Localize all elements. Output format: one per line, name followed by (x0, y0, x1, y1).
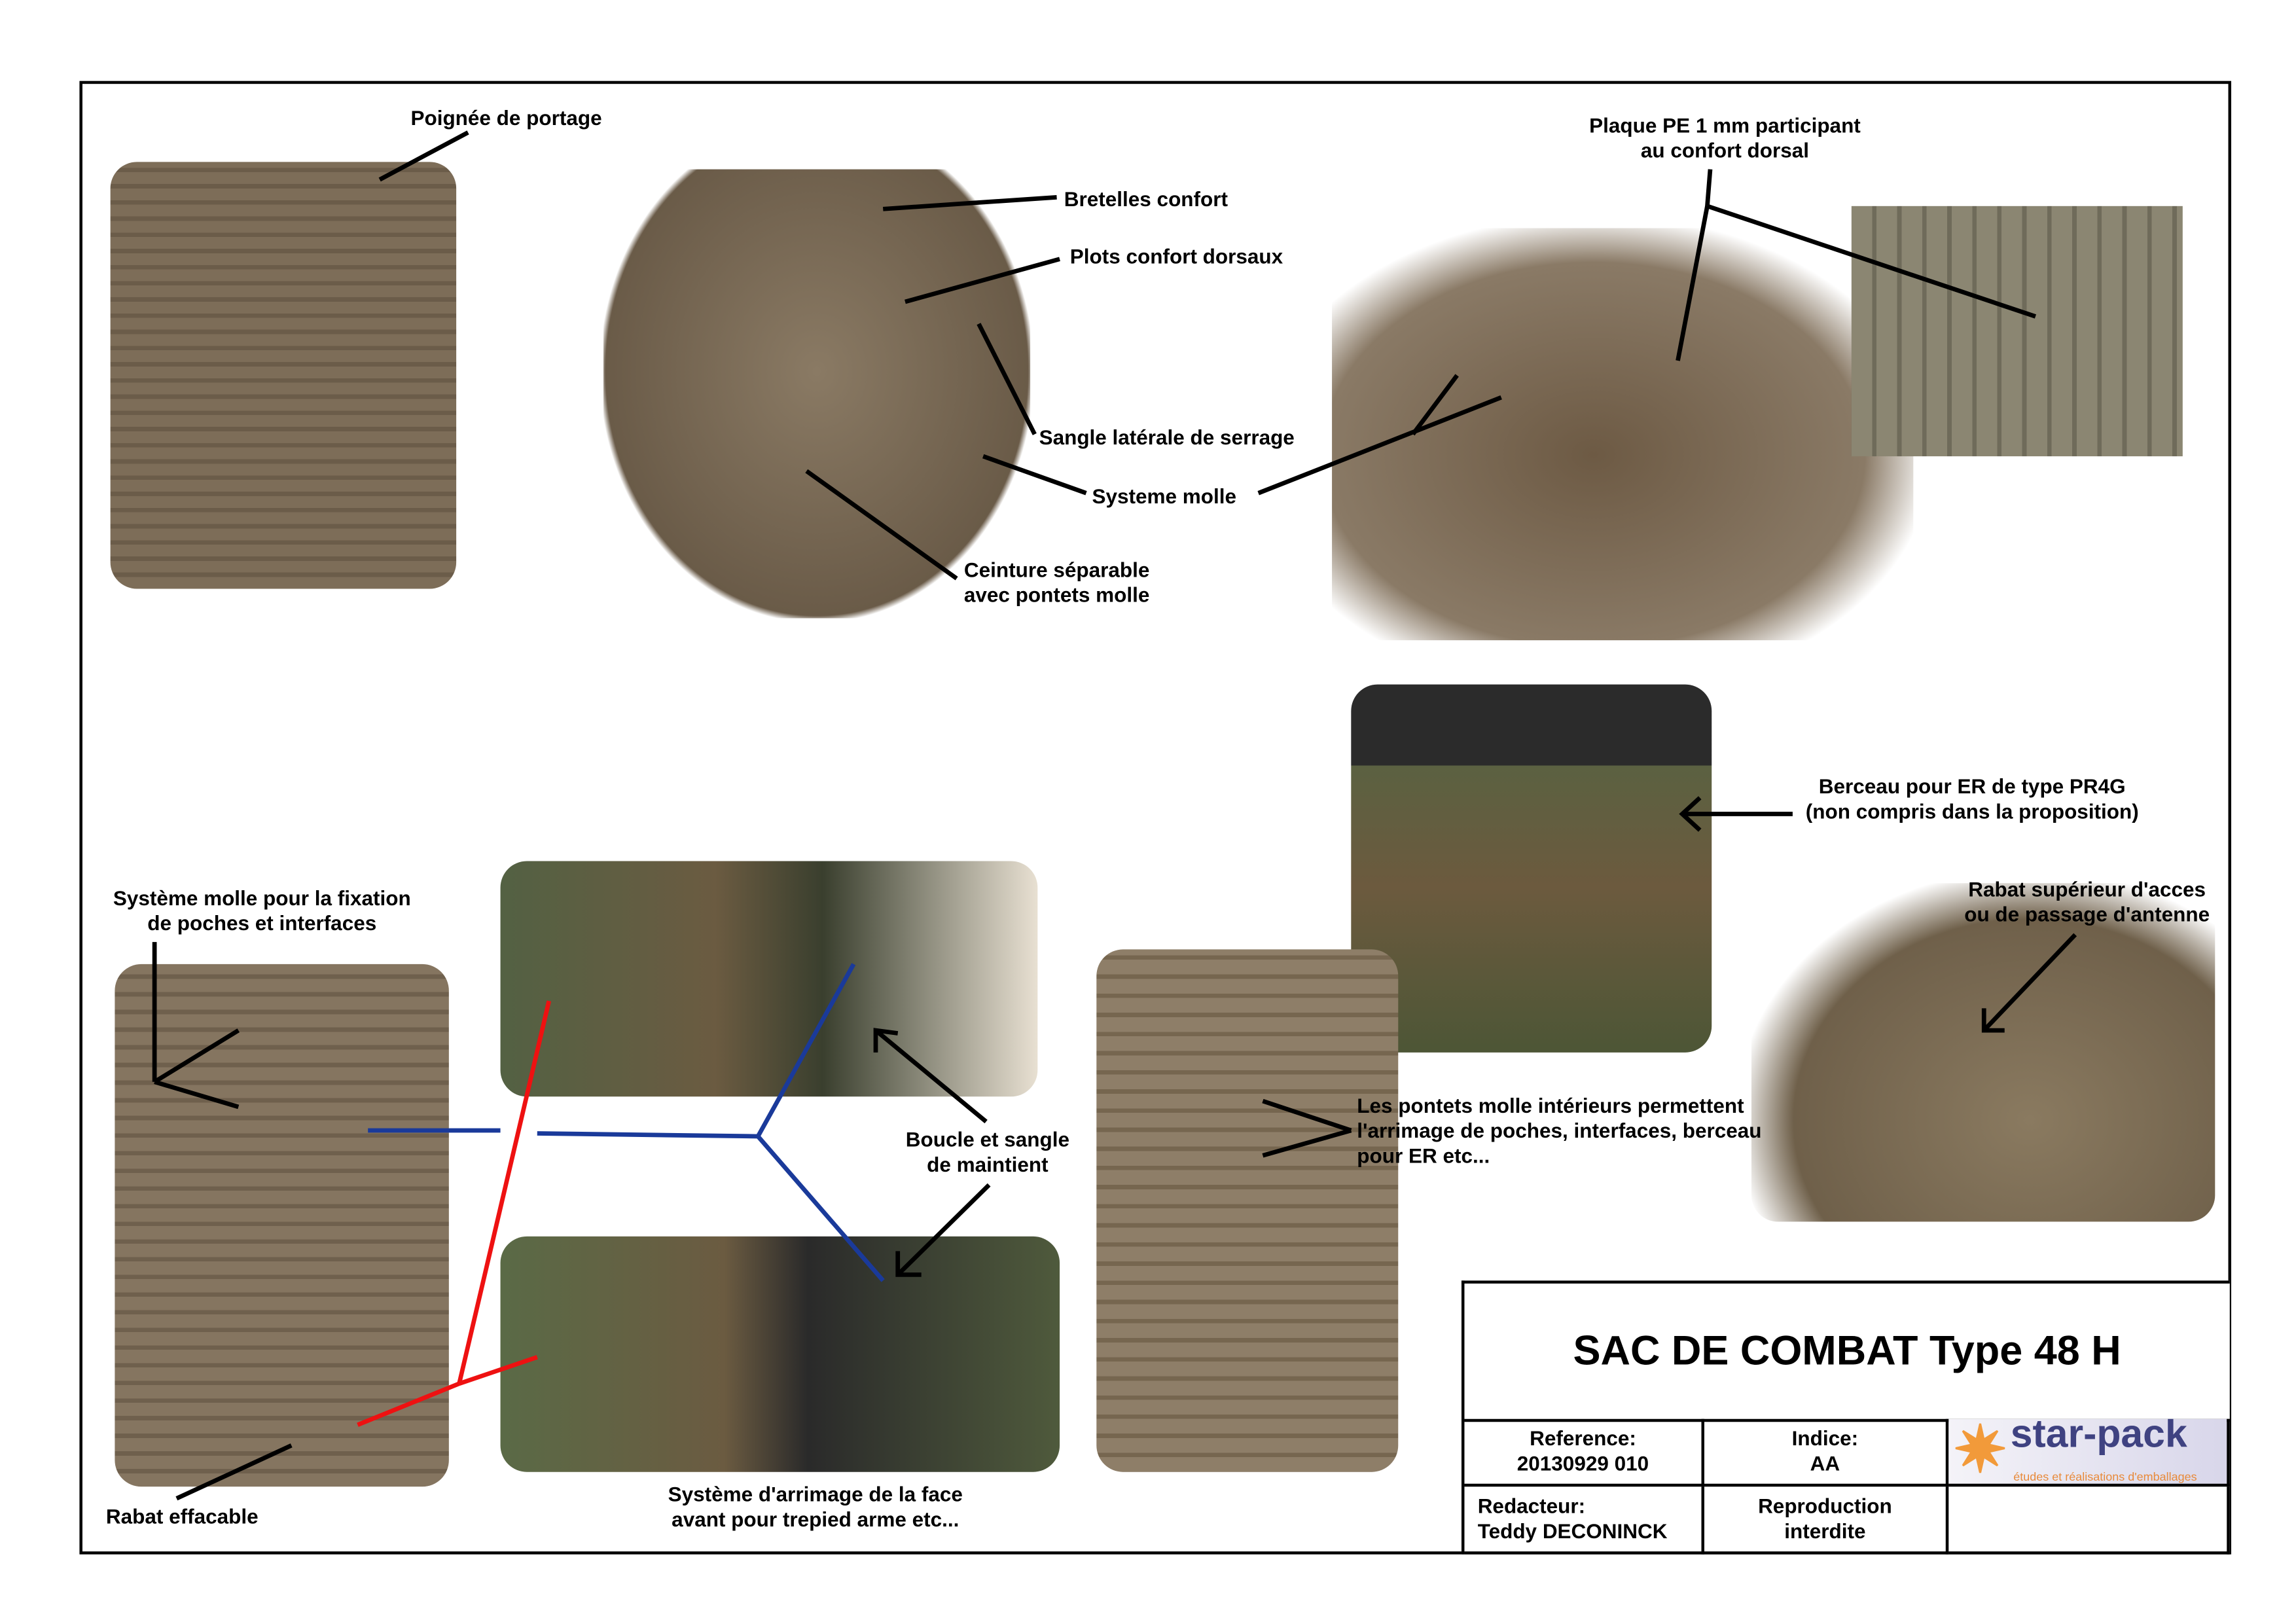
label-molle-system: Systeme molle (1092, 484, 1237, 508)
photo-rifle-mount (500, 861, 1038, 1097)
label-line: pour ER etc... (1357, 1144, 1490, 1168)
page-frame (79, 81, 2232, 1555)
redacteur-label: Redacteur: (1477, 1494, 1586, 1518)
label-line: Berceau pour ER de type PR4G (1818, 774, 2126, 798)
label-shoulder-straps: Bretelles confort (1064, 187, 1228, 211)
indice-cell: Indice:AA (1704, 1418, 1949, 1487)
label-back-pads: Plots confort dorsaux (1069, 244, 1283, 268)
label-line: ou de passage d'antenne (1964, 902, 2210, 926)
empty-cell (1948, 1487, 2230, 1555)
photo-bag-interior (1096, 949, 1399, 1472)
reference-label: Reference: (1530, 1426, 1636, 1450)
indice-value: AA (1810, 1451, 1840, 1475)
label-retractable-flap: Rabat effacable (105, 1504, 259, 1528)
label-line: Système d'arrimage de la face (668, 1482, 963, 1506)
reproduction-line: Reproduction (1758, 1494, 1892, 1518)
label-radio-cradle: Berceau pour ER de type PR4G(non compris… (1806, 774, 2139, 824)
logo-name: star-pack (2010, 1418, 2187, 1456)
label-line: de poches et interfaces (147, 911, 377, 935)
label-carry-handle: Poignée de portage (410, 105, 602, 130)
redacteur-cell: Redacteur:Teddy DECONINCK (1464, 1487, 1704, 1555)
title-block: SAC DE COMBAT Type 48 H Reference:201309… (1461, 1280, 2230, 1555)
reproduction-line: interdite (1784, 1519, 1866, 1543)
label-line: Boucle et sangle (905, 1127, 1069, 1151)
photo-bag-open (1332, 228, 1914, 641)
star-pack-logo: ✷star-pack études et réalisations d'embal… (1948, 1418, 2230, 1487)
logo-tagline: études et réalisations d'emballages (2013, 1470, 2197, 1484)
photo-back-plate-detail (1851, 206, 2183, 457)
label-line: Ceinture séparable (963, 558, 1150, 582)
label-line: de maintient (927, 1152, 1049, 1176)
label-line: Rabat supérieur d'acces (1968, 877, 2206, 901)
photo-bag-front-flap (115, 964, 449, 1487)
label-line: Les pontets molle intérieurs permettent (1357, 1093, 1744, 1117)
photo-backpack-back (603, 169, 1031, 619)
star-icon: ✷ (1953, 1418, 2007, 1487)
photo-backpack-front (110, 162, 457, 589)
label-side-strap: Sangle latérale de serrage (1039, 425, 1295, 449)
reference-cell: Reference:20130929 010 (1464, 1418, 1704, 1487)
label-line: (non compris dans la proposition) (1805, 799, 2139, 823)
photo-top-flap (1751, 883, 2215, 1222)
label-line: avec pontets molle (963, 583, 1150, 607)
label-line: avant pour trepied arme etc... (672, 1507, 960, 1531)
label-line: Plaque PE 1 mm participant (1589, 113, 1861, 137)
label-line: au confort dorsal (1640, 138, 1810, 162)
document-title: SAC DE COMBAT Type 48 H (1464, 1284, 2230, 1422)
photo-tripod-mount (500, 1236, 1060, 1472)
label-line: Système molle pour la fixation (113, 886, 411, 910)
label-line: l'arrimage de poches, interfaces, bercea… (1357, 1119, 1762, 1142)
photo-radio-cradle (1351, 684, 1712, 1053)
reference-value: 20130929 010 (1516, 1451, 1649, 1475)
redacteur-value: Teddy DECONINCK (1477, 1519, 1668, 1543)
indice-label: Indice: (1791, 1426, 1859, 1450)
